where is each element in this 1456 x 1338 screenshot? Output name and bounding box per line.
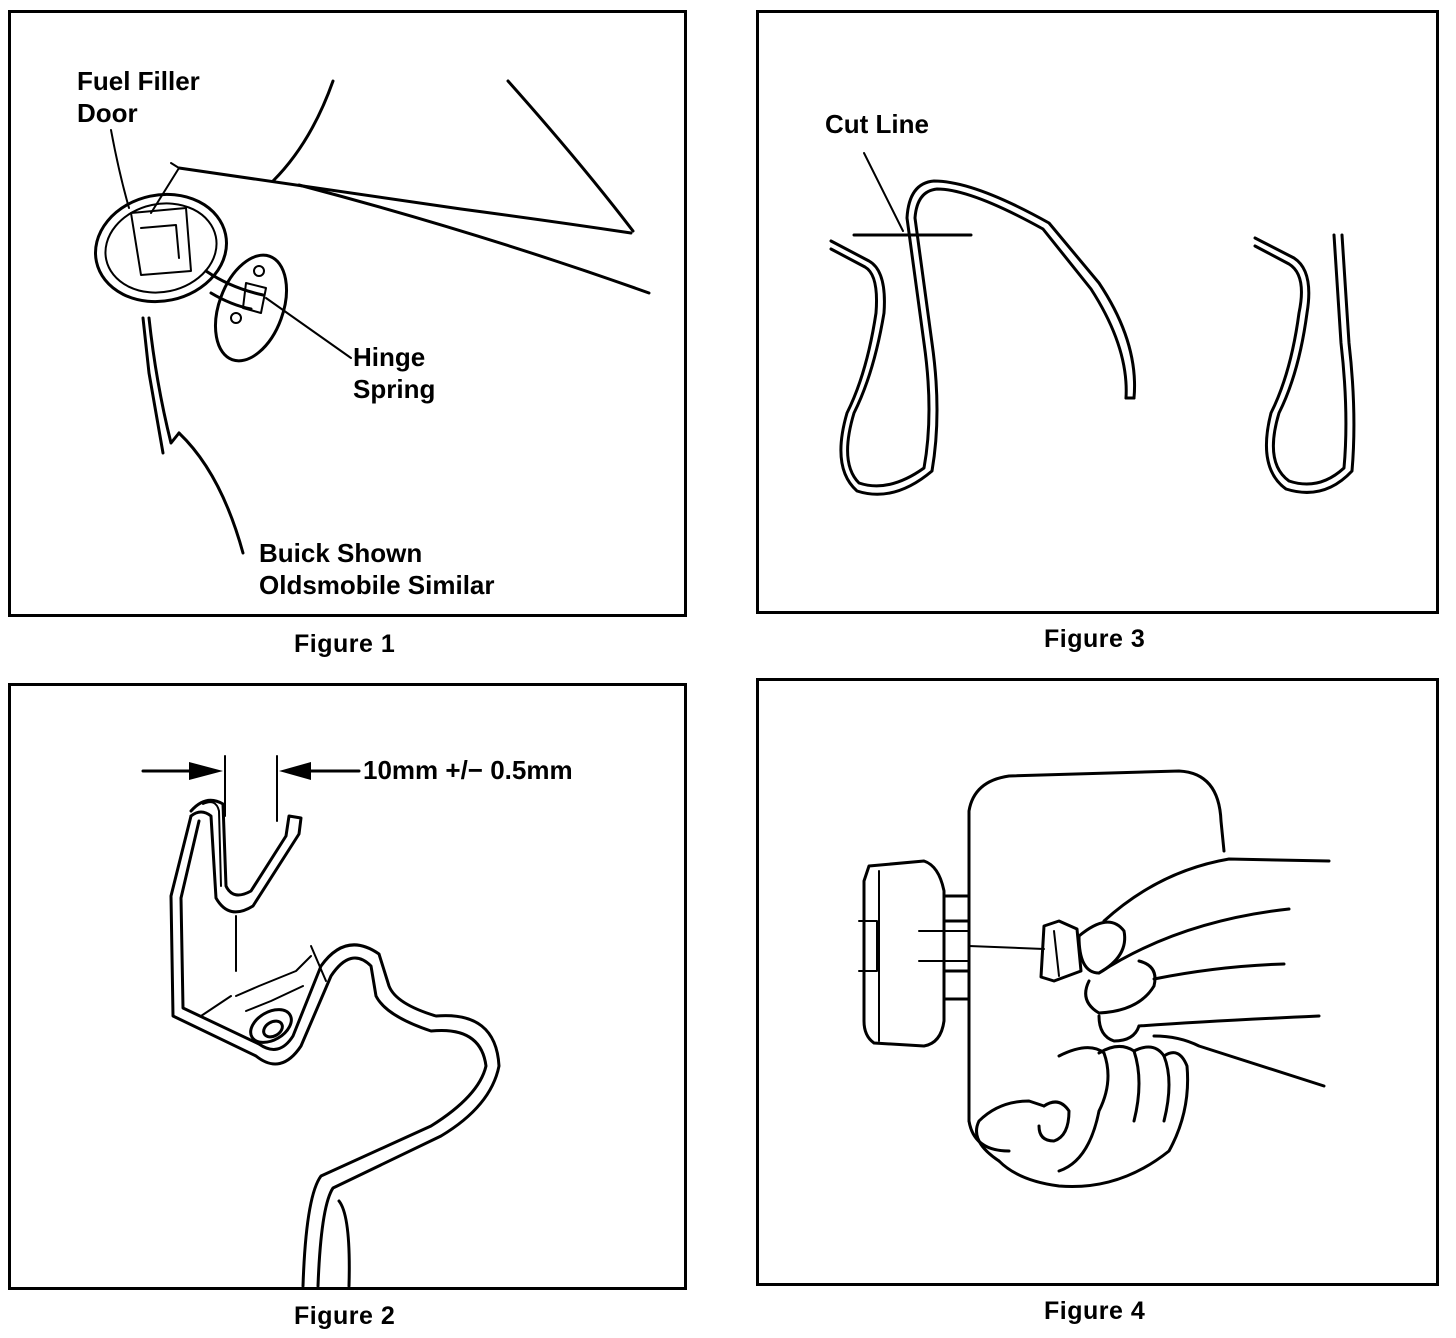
label-fuel-filler-door-1: Fuel Filler (77, 66, 200, 96)
figure-3-panel: Cut Line (756, 10, 1439, 614)
figure-2-drawing (141, 755, 501, 1287)
label-note-2: Oldsmobile Similar (259, 570, 495, 600)
figure-3-drawing (829, 152, 1356, 496)
label-note-1: Buick Shown (259, 538, 423, 568)
figure-1-panel: Fuel Filler Door Hinge Spring Buick Show… (8, 10, 687, 617)
figure-4-caption: Figure 4 (1044, 1297, 1146, 1325)
label-cut-line: Cut Line (825, 109, 929, 139)
label-hinge-spring-2: Spring (353, 374, 436, 404)
figure-1-drawing (94, 79, 651, 555)
figure-3-caption: Figure 3 (1044, 625, 1146, 653)
label-dimension: 10mm +/− 0.5mm (363, 755, 573, 785)
label-hinge-spring-1: Hinge (353, 342, 426, 372)
figure-2-caption: Figure 2 (294, 1302, 396, 1330)
figure-4-panel (756, 678, 1439, 1286)
figure-1-caption: Figure 1 (294, 630, 396, 658)
figure-2-panel: 10mm +/− 0.5mm (8, 683, 687, 1290)
figure-4-drawing (858, 769, 1331, 1189)
label-fuel-filler-door-2: Door (77, 98, 138, 128)
